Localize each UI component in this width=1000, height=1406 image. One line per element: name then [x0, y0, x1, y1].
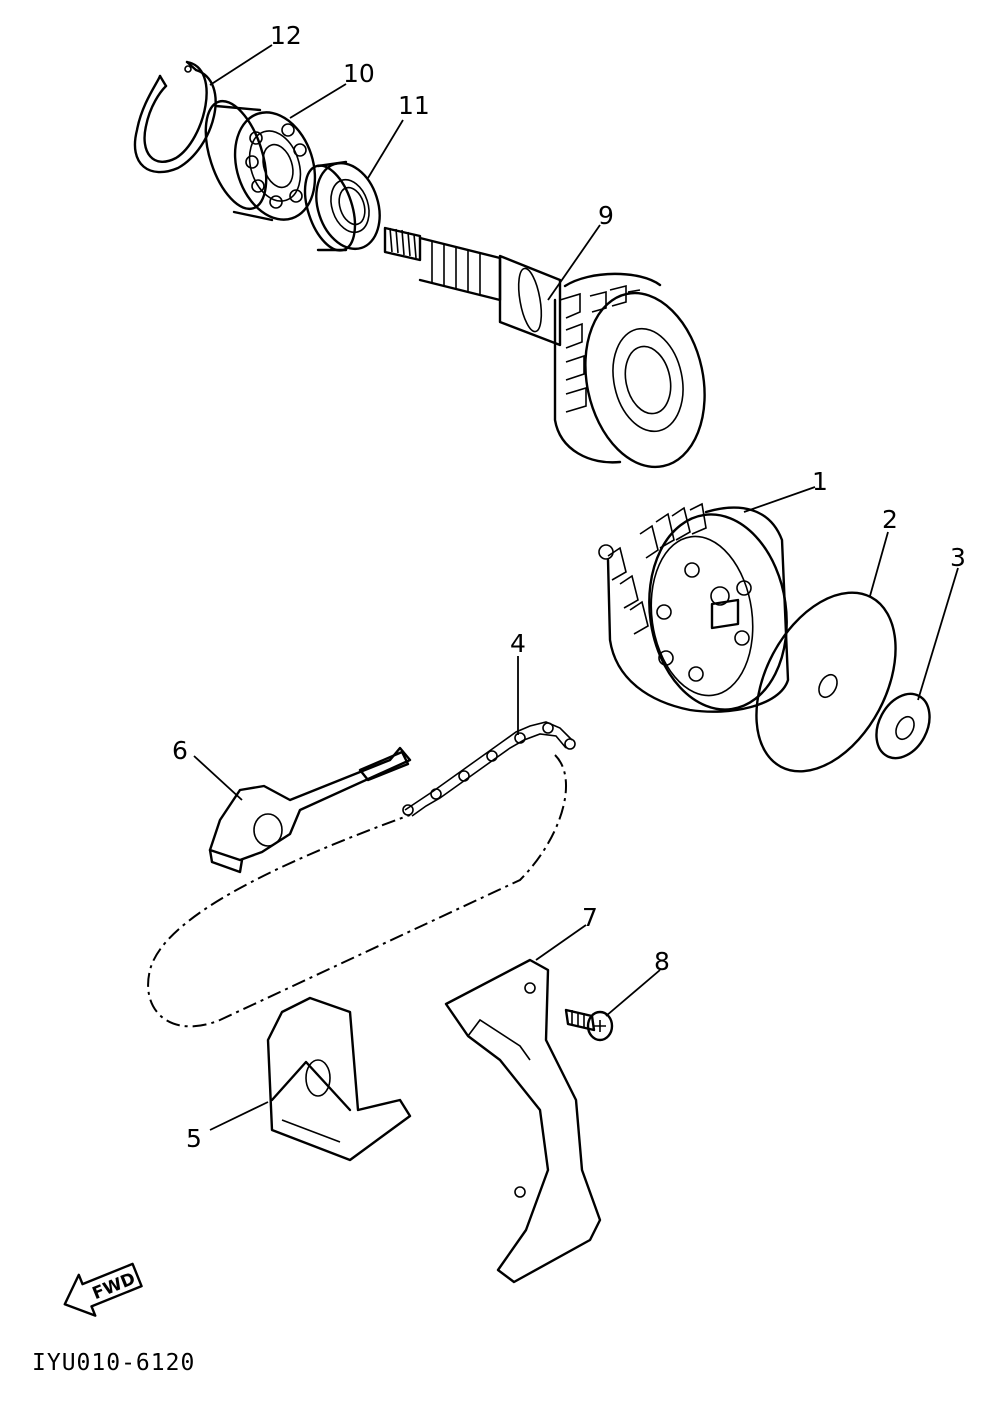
chain-damper-part [266, 996, 412, 1162]
screw-part [564, 1008, 614, 1042]
callout-5: 5 [186, 1124, 202, 1153]
callout-11: 11 [398, 91, 430, 120]
callout-9: 9 [598, 201, 614, 230]
plate-washer-part [755, 591, 897, 773]
callout-8: 8 [654, 947, 670, 976]
washer-part [875, 692, 931, 760]
callout-3: 3 [950, 543, 966, 572]
chain-guide-part [208, 746, 412, 874]
fwd-arrow: FWD [63, 1262, 143, 1317]
ball-bearing-part [204, 99, 317, 222]
diagram-code: IYU010-6120 [32, 1350, 195, 1376]
starter-clutch-part [598, 502, 790, 713]
callout-4: 4 [510, 629, 526, 658]
fwd-label: FWD [90, 1269, 139, 1304]
circlip-part [133, 60, 217, 174]
callout-2: 2 [882, 505, 898, 534]
callout-6: 6 [172, 736, 188, 765]
callout-labels: 12 10 11 9 1 2 3 4 6 7 8 5 [172, 21, 966, 1153]
callout-1: 1 [812, 467, 828, 496]
oil-seal-part [303, 160, 381, 252]
secondary-shaft-part [383, 226, 706, 469]
chain-part [147, 721, 576, 1028]
bracket-part [444, 958, 602, 1284]
callout-10: 10 [343, 59, 375, 88]
callout-12: 12 [270, 21, 302, 50]
callout-7: 7 [582, 903, 598, 932]
leader-lines [193, 44, 959, 1131]
